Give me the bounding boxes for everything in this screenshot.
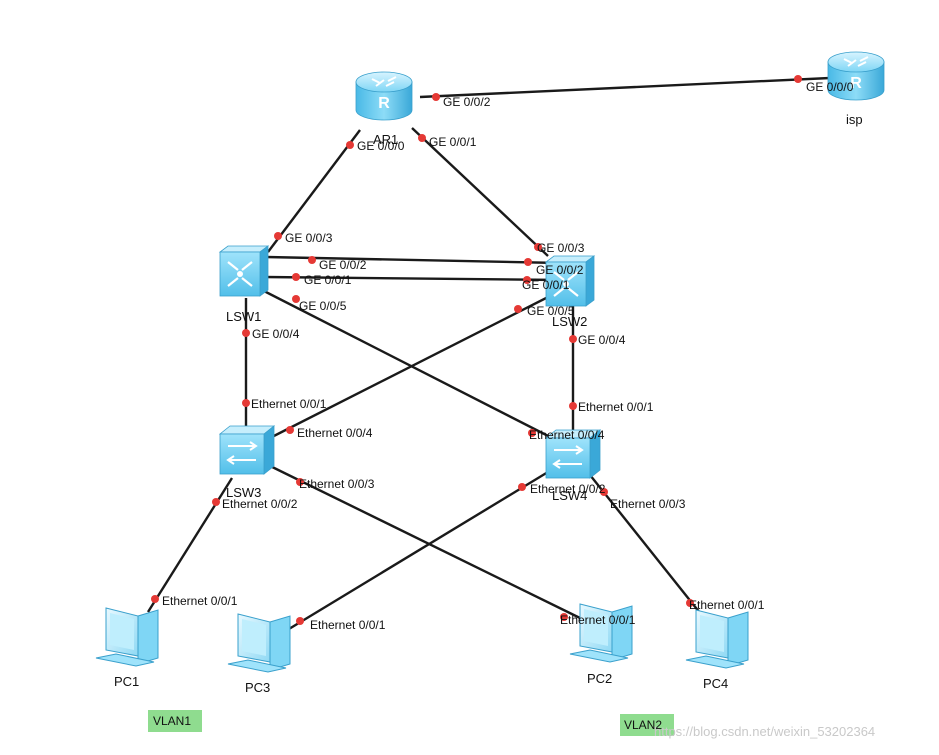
link-ar1-isp	[419, 76, 831, 99]
device-label-pc4: PC4	[703, 676, 728, 691]
port-dot-lsw2-g001	[523, 276, 531, 284]
link-lsw3-pc2	[261, 460, 581, 620]
device-label-lsw1: LSW1	[226, 309, 261, 324]
device-label-lsw2: LSW2	[552, 314, 587, 329]
port-labels: GE 0/0/2 GE 0/0/0 GE 0/0/0 GE 0/0/1 GE 0…	[162, 80, 854, 632]
port-dot-lsw3-e004	[286, 426, 294, 434]
port-label-lsw1-g002: GE 0/0/2	[319, 258, 367, 272]
port-dot-lsw4-e004	[528, 429, 536, 437]
pc-pc3[interactable]	[227, 613, 291, 673]
port-label-lsw2-g004: GE 0/0/4	[578, 333, 626, 347]
port-label-lsw4-e004: Ethernet 0/0/4	[529, 428, 605, 442]
link-lsw4-pc3	[283, 470, 549, 634]
link-ar1-lsw2	[411, 127, 549, 257]
port-dot-lsw3-e001	[242, 399, 250, 407]
port-dot-isp-g000	[794, 75, 802, 83]
switch-lsw3[interactable]	[218, 425, 276, 475]
port-label-lsw4-e003: Ethernet 0/0/3	[610, 497, 686, 511]
port-dot-pc4-e001	[686, 599, 694, 607]
port-dot-lsw2-g005	[514, 305, 522, 313]
port-dot-lsw4-e001	[569, 402, 577, 410]
vlan1-tag: VLAN1	[148, 710, 202, 732]
pc-pc2[interactable]	[569, 603, 633, 663]
port-label-lsw1-g005: GE 0/0/5	[299, 299, 347, 313]
port-dot-lsw1-g004	[242, 329, 250, 337]
port-label-pc3-e001: Ethernet 0/0/1	[310, 618, 386, 632]
port-dot-ar1-g000	[346, 141, 354, 149]
port-dot-lsw4-e002	[518, 483, 526, 491]
links	[146, 76, 831, 634]
port-dot-lsw1-g003	[274, 232, 282, 240]
port-label-lsw3-e004: Ethernet 0/0/4	[297, 426, 373, 440]
link-lsw4-pc4	[589, 474, 705, 619]
link-lsw1-lsw2-ge001	[263, 275, 561, 282]
port-label-lsw4-e002: Ethernet 0/0/2	[530, 482, 606, 496]
link-lsw3-pc1	[146, 477, 234, 613]
port-dots	[151, 75, 802, 625]
port-dot-pc3-e001	[296, 617, 304, 625]
link-ar1-lsw1	[267, 129, 361, 253]
port-label-isp-g000: GE 0/0/0	[806, 80, 854, 94]
port-dot-lsw2-g002	[524, 258, 532, 266]
port-label-pc4-e001: Ethernet 0/0/1	[689, 598, 765, 612]
port-label-lsw3-e003: Ethernet 0/0/3	[299, 477, 375, 491]
svg-text:R: R	[850, 75, 862, 92]
port-label-lsw2-g002: GE 0/0/2	[536, 263, 584, 277]
switch-lsw2[interactable]	[544, 255, 596, 307]
vlan2-label: VLAN2	[624, 718, 662, 732]
switch-lsw1[interactable]	[218, 245, 270, 297]
router-isp[interactable]: R	[827, 51, 885, 101]
port-dot-lsw1-g002	[308, 256, 316, 264]
port-label-lsw4-e001: Ethernet 0/0/1	[578, 400, 654, 414]
pc-pc4[interactable]	[685, 609, 749, 669]
port-dot-ar1-g001	[418, 134, 426, 142]
port-label-lsw1-g004: GE 0/0/4	[252, 327, 300, 341]
port-label-lsw2-g003: GE 0/0/3	[537, 241, 585, 255]
svg-text:R: R	[378, 95, 390, 112]
port-dot-pc2-e001	[560, 613, 568, 621]
vlan1-label: VLAN1	[153, 714, 191, 728]
port-dot-ar1-g002	[432, 93, 440, 101]
router-ar1[interactable]: R	[355, 71, 413, 121]
device-labels: AR1 isp LSW1 LSW2 LSW3 LSW4 PC1 PC3 PC2 …	[114, 112, 863, 695]
link-lsw2-lsw3	[261, 290, 559, 444]
port-label-lsw3-e002: Ethernet 0/0/2	[222, 497, 298, 511]
switch-lsw4[interactable]	[544, 429, 602, 479]
port-dot-pc1-e001	[151, 595, 159, 603]
port-dot-lsw4-e003	[600, 488, 608, 496]
port-label-ar1-g001: GE 0/0/1	[429, 135, 477, 149]
port-dot-lsw2-g004	[569, 335, 577, 343]
port-label-ar1-g002: GE 0/0/2	[443, 95, 491, 109]
port-label-ar1-g000: GE 0/0/0	[357, 139, 405, 153]
port-label-lsw1-g003: GE 0/0/3	[285, 231, 333, 245]
watermark: https://blog.csdn.net/weixin_53202364	[654, 724, 875, 739]
port-label-pc1-e001: Ethernet 0/0/1	[162, 594, 238, 608]
device-label-lsw3: LSW3	[226, 485, 261, 500]
device-label-lsw4: LSW4	[552, 488, 587, 503]
device-label-pc3: PC3	[245, 680, 270, 695]
vlan2-tag: VLAN2	[620, 714, 674, 736]
port-dot-lsw1-g001	[292, 273, 300, 281]
pc-pc1[interactable]	[95, 607, 159, 667]
port-dot-lsw3-e003	[296, 478, 304, 486]
device-label-ar1: AR1	[373, 132, 398, 147]
port-dot-lsw3-e002	[212, 498, 220, 506]
port-label-pc2-e001: Ethernet 0/0/1	[560, 613, 636, 627]
device-label-pc2: PC2	[587, 671, 612, 686]
device-label-pc1: PC1	[114, 674, 139, 689]
port-dot-lsw1-g005	[292, 295, 300, 303]
port-label-lsw1-g001: GE 0/0/1	[304, 273, 352, 287]
device-label-isp: isp	[846, 112, 863, 127]
port-label-lsw2-g005: GE 0/0/5	[527, 304, 575, 318]
port-dot-lsw2-g003	[534, 243, 542, 251]
port-label-lsw2-g001: GE 0/0/1	[522, 278, 570, 292]
port-label-lsw3-e001: Ethernet 0/0/1	[251, 397, 327, 411]
